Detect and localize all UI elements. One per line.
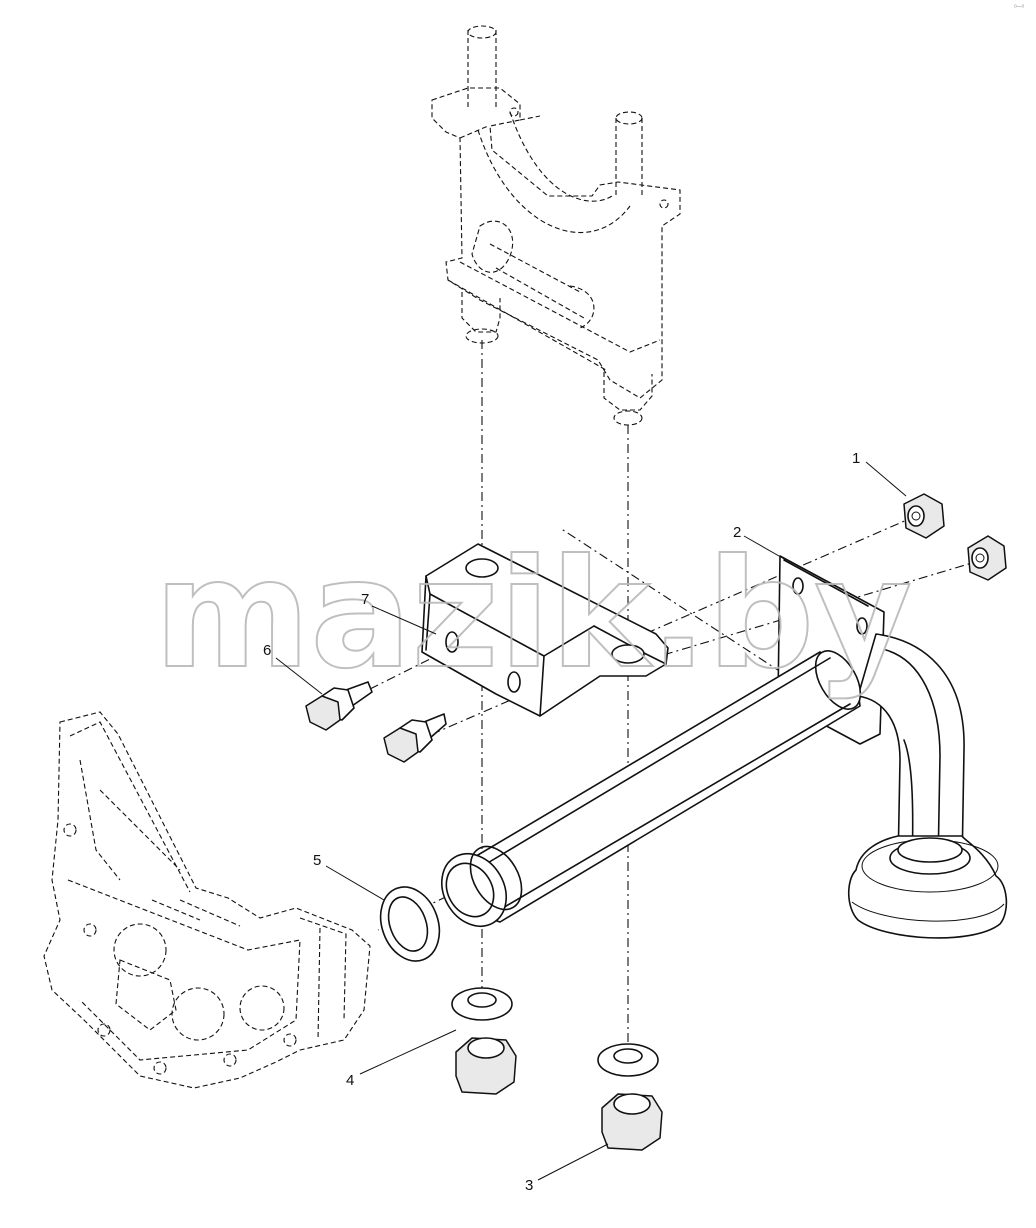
callout-7: 7 — [361, 591, 369, 608]
bracket-bolts — [305, 681, 447, 763]
callout-6: 6 — [263, 642, 271, 659]
engine-block-phantom — [43, 711, 371, 1089]
bearing-cap-phantom — [431, 25, 681, 426]
callout-3: 3 — [525, 1177, 533, 1194]
callout-5: 5 — [313, 852, 321, 869]
callout-4: 4 — [346, 1072, 354, 1089]
callout-1: 1 — [852, 450, 860, 467]
flange-nuts — [903, 493, 1007, 581]
bracket-plate — [421, 543, 669, 717]
o-ring-gasket — [379, 886, 441, 962]
oil-suction-pipe — [441, 555, 1008, 939]
corner-mark: ᵒ─ᵒ — [1014, 4, 1025, 11]
watermark-text: mazik.by — [154, 528, 912, 702]
callout-2: 2 — [733, 524, 741, 541]
callouts: 1 2 3 4 5 6 7 — [263, 450, 907, 1194]
washers-and-nuts — [451, 987, 663, 1151]
